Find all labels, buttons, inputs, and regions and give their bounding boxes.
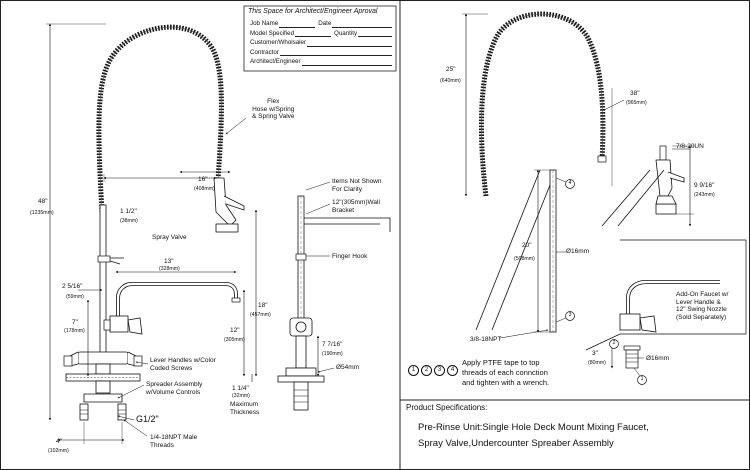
callout-1: 1 [640,376,644,382]
dim-13: 13" [164,258,174,265]
approval-row-line[interactable] [358,36,392,37]
spring-coil-right [478,11,606,197]
callout-2: 2 [612,340,616,346]
break-line-right [601,169,665,227]
dim-38-mm: (965mm) [626,100,647,106]
note-callout-circle: 1 [408,365,419,376]
break-line-left [475,169,557,331]
dim-12-mm: (305mm) [224,337,245,343]
mixing-body [77,351,129,365]
label-wall-bracket: 12"(305mm)Wall Bracket [332,199,380,214]
dim-25-mm: (640mm) [440,78,461,84]
label-items-not-shown: Items Not Shown For Clarity [332,178,382,193]
spray-valve-lever [223,195,245,211]
dim-1-1-4-mm: (32mm) [232,393,250,399]
label-npt-male: 1/4-18NPT Male Threads [150,434,198,449]
addon-inset-box [585,239,747,351]
spec-line-2: Spray Valve,Undercounter Spreaber Assemb… [418,438,614,449]
label-lever-handles: Lever Handles w/Color Coded Screws [150,357,216,372]
approval-row-label: Customer/Wholsaler [250,39,307,46]
dim-18: 18" [258,302,268,309]
note-callout-circle: 2 [421,365,432,376]
label-spray-valve: Spray Valve [152,234,187,241]
approval-row: Customer/Wholsaler [250,38,392,48]
approval-row: Contractor [250,48,392,58]
note-callout-circle: 3 [434,365,445,376]
label-spreader: Spreader Assembly w/Volume Controls [146,381,203,396]
label-add-on-faucet: Add-On Faucet w/ Lever Handle & 12" Swin… [676,291,729,321]
approval-row-label: Model Specified [250,29,295,37]
approval-row-right-label: Date [318,20,332,27]
approval-row-label: Architect/Engineer [250,58,301,65]
riser-tube [99,204,107,356]
label-g12: G1/2" [136,414,159,424]
dim-25: 25" [446,66,456,73]
note-callout-circle: 4 [447,365,458,376]
dim-2-5-16: 2 5/16" [62,283,83,290]
dim-3: 3" [592,350,598,357]
spec-heading: Product Specifications: [406,403,488,412]
dim-7-7-16: 7 7/16" [322,341,343,348]
approval-row-line[interactable] [301,64,392,66]
dim-18-mm: (457mm) [250,312,271,318]
dim-9-9-16: 9 9/16" [694,182,715,189]
callout-4: 4 [568,180,572,186]
approval-row-line[interactable] [279,55,392,56]
approval-row-label: Job Name [250,20,279,27]
dim-16: 16" [198,176,208,183]
dim-4: 4" [56,438,62,445]
spec-line-1: Pre-Rinse Unit:Single Hole Deck Mount Mi… [418,422,649,433]
approval-row-line[interactable] [295,36,332,37]
dim-16-mm: (408mm) [194,186,215,192]
dim-3-mm: (80mm) [588,360,606,366]
spray-valve-nozzle [215,223,239,233]
dim-1-1-4: 1 1/4" [232,385,249,392]
dim-2-5-16-mm: (59mm) [66,294,84,300]
dim-12: 12" [230,327,240,334]
dim-48: 48" [38,198,48,205]
label-dia-16b: Ø16mm [646,355,670,362]
spring-coil-left [96,24,224,213]
label-3-8-18npt: 3/8-18NPT [470,336,502,343]
dim-4-mm: (102mm) [48,448,69,454]
dim-20: 20" [522,242,532,249]
wall-bracket-arm [304,217,391,232]
dim-1-1-2: 1 1/2" [120,208,137,215]
approval-row: Architect/Engineer [250,57,392,67]
dim-38: 38" [630,90,640,97]
dim-13-mm: (328mm) [159,266,180,272]
label-dia-16: Ø16mm [566,248,590,255]
approval-row-right-label: Quantity [334,29,358,37]
swing-spout [116,282,238,316]
dim-1-1-2-mm: (38mm) [120,218,138,224]
dim-9-9-16-mm: (243mm) [694,192,715,198]
approval-title: This Space for Architect/Engineer Aprova… [248,8,378,15]
approval-row-label: Contractor [250,48,279,56]
label-max-thickness: Maximum Thickness [230,401,260,416]
approval-row-line[interactable] [279,26,316,28]
ptfe-note-text: Apply PTFE tape to top threads of each c… [462,358,550,387]
approval-row-line[interactable] [332,26,392,28]
dim-7: 7" [72,319,78,326]
approval-row: Model Specified Quantity [250,29,392,39]
approval-row-line[interactable] [307,45,392,47]
approval-frame [243,5,397,72]
dim-7-mm: (178mm) [64,328,85,334]
spring-coil-left-core [98,26,222,213]
dim-20-mm: (508mm) [514,256,535,262]
label-7-8-20un: 7/8-20UN [676,143,704,150]
label-finger-hook: Finger Hook [332,253,368,260]
approval-row: Job Name Date [250,19,392,29]
callout-3: 3 [568,312,572,318]
dim-48-mm: (1235mm) [30,210,54,216]
spray-valve-body [213,177,237,227]
label-dia-54: Ø54mm [336,364,360,371]
dim-7-7-16-mm: (190mm) [322,351,343,357]
label-flex-hose: Flex Hose w/Spring & Spring Valve [252,98,295,120]
